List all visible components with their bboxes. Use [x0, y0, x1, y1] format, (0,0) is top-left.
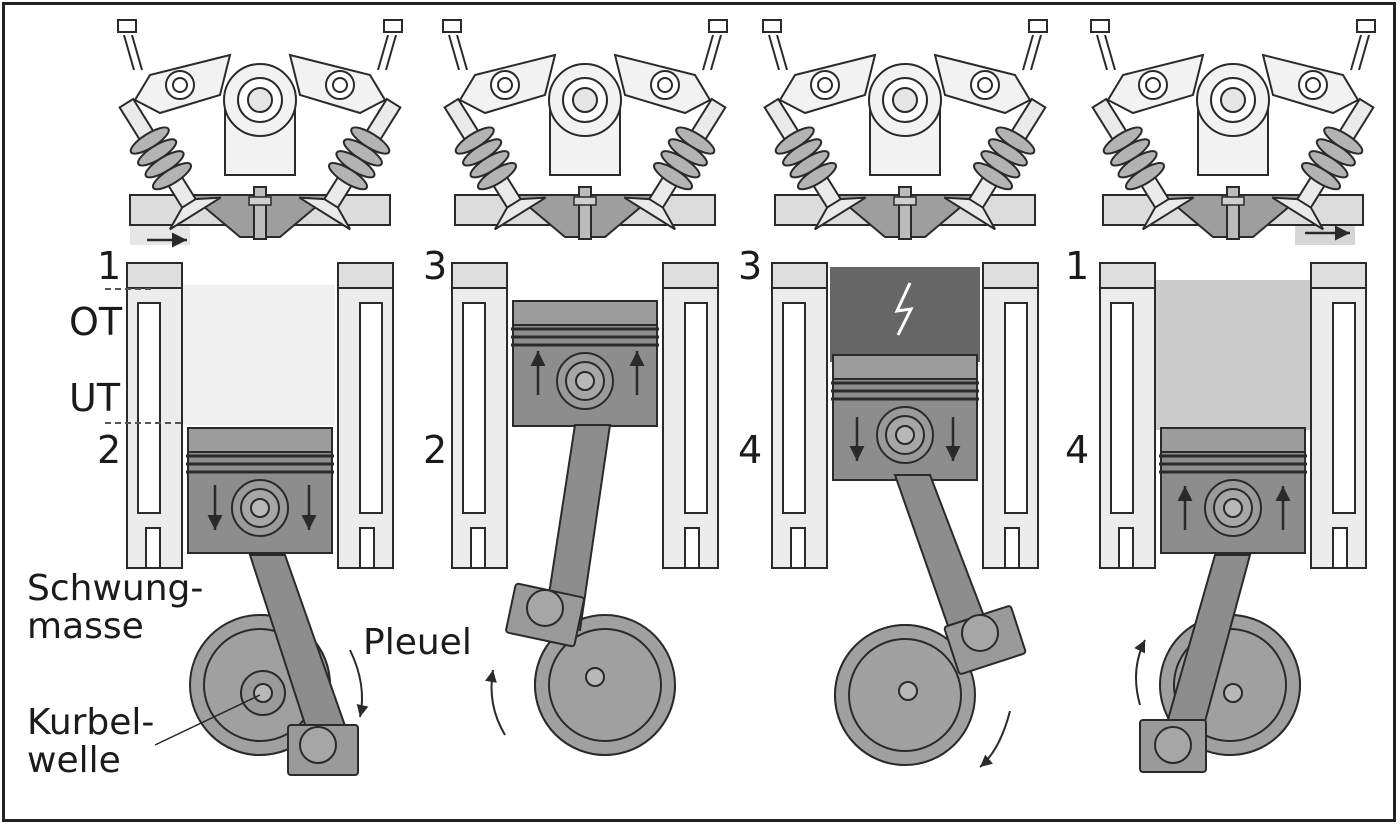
panel-compression	[424, 19, 746, 756]
step-3-label: 3	[738, 244, 763, 288]
step-4-label: 4	[738, 428, 763, 472]
step-1-label: 1	[97, 244, 122, 288]
panel-intake	[99, 19, 421, 776]
ot-label: OT	[69, 300, 123, 344]
rotation-arrow-icon	[349, 649, 369, 718]
ut-label: UT	[69, 376, 121, 420]
spark-icon	[894, 282, 914, 336]
panel-exhaust	[1072, 19, 1393, 782]
crankshaft-label-line1: Kurbel-	[27, 702, 155, 743]
crankshaft-label-line2: welle	[27, 740, 121, 781]
panel-power	[744, 19, 1066, 768]
step-1-label: 1	[1065, 244, 1090, 288]
step-2-label: 2	[97, 428, 122, 472]
engine-illustration	[99, 19, 1393, 782]
step-4-label: 4	[1065, 428, 1090, 472]
flywheel-label-line2: masse	[27, 606, 144, 647]
flywheel-label-line1: Schwung-	[27, 568, 204, 609]
connecting-rod-label: Pleuel	[363, 622, 472, 663]
step-2-label: 2	[423, 428, 448, 472]
step-3-label: 3	[423, 244, 448, 288]
